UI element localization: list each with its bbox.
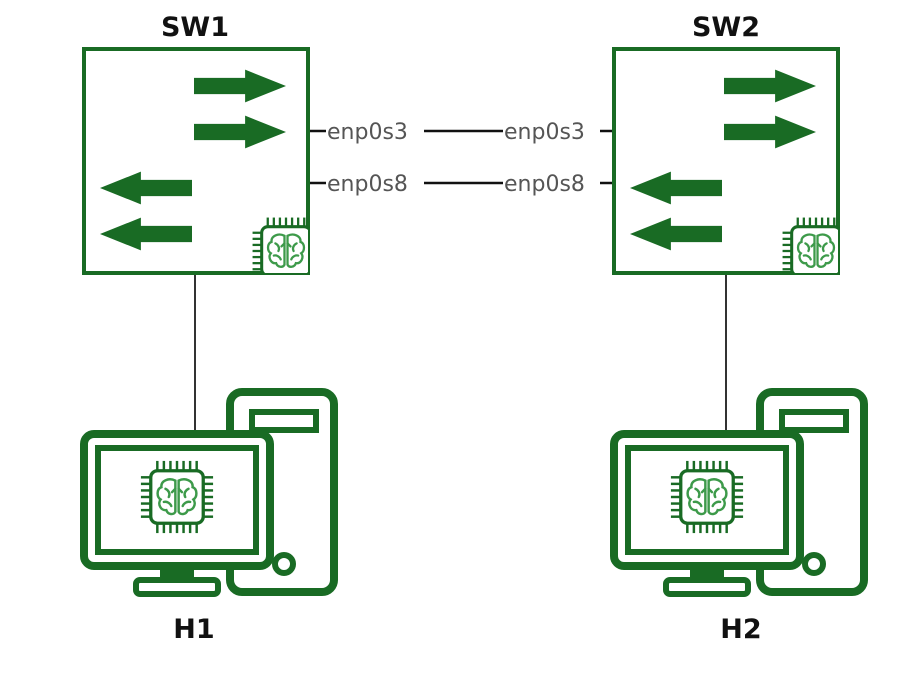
link-enp0s8: enp0s8 enp0s8 bbox=[308, 172, 613, 197]
desktop-computer-icon[interactable] bbox=[84, 392, 334, 594]
host-title-h1: H1 bbox=[173, 614, 214, 645]
network-switch-icon[interactable] bbox=[84, 49, 319, 284]
desktop-computer-icon[interactable] bbox=[614, 392, 864, 594]
host-title-h2: H2 bbox=[720, 614, 761, 645]
link-enp0s3: enp0s3 enp0s3 bbox=[308, 120, 613, 145]
switch-title-sw2: SW2 bbox=[692, 12, 760, 43]
network-switch-icon[interactable] bbox=[614, 49, 849, 284]
switch-title-sw1: SW1 bbox=[161, 12, 229, 43]
sw2-iface-label: enp0s8 bbox=[504, 172, 585, 197]
sw2-iface-label: enp0s3 bbox=[504, 120, 585, 145]
sw1-iface-label: enp0s3 bbox=[327, 120, 408, 145]
sw1-iface-label: enp0s8 bbox=[327, 172, 408, 197]
